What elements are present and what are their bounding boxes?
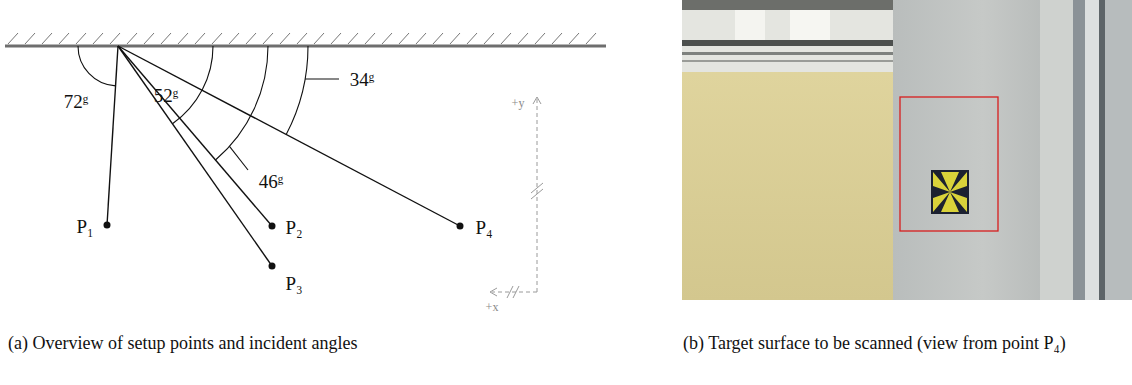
setup-point <box>269 263 276 270</box>
window-pane <box>735 10 765 40</box>
angle-label: 52ᵍ <box>154 85 179 107</box>
sight-line <box>118 46 272 226</box>
setup-point <box>104 222 111 229</box>
axis-arrowhead <box>490 288 497 296</box>
window-area <box>682 0 894 72</box>
point-label: P₃ <box>285 273 302 295</box>
axis-arrowhead <box>533 97 541 104</box>
window-frame <box>1105 0 1132 300</box>
axis-label: +x <box>486 301 499 315</box>
pillar-edge <box>1040 0 1073 300</box>
sight-lines <box>107 46 460 266</box>
axis-break <box>507 286 519 298</box>
leader-line <box>230 146 249 170</box>
sight-line <box>118 46 460 226</box>
photo-background <box>682 0 1132 300</box>
angle-arc <box>78 46 116 86</box>
subfigure-caption: (b) Target surface to be scanned (view f… <box>683 333 1123 354</box>
x-axis <box>492 292 537 293</box>
window-frame <box>1085 0 1099 300</box>
railing <box>682 60 894 62</box>
target-plate <box>931 170 969 214</box>
angle-arc <box>216 46 269 160</box>
leader-line <box>305 78 339 79</box>
axis-break <box>531 183 543 199</box>
angle-label: 46ᵍ <box>259 171 284 193</box>
target-photo <box>682 0 1132 300</box>
sight-line <box>118 46 272 266</box>
pillar <box>893 0 1073 300</box>
point-label: P₂ <box>285 217 302 239</box>
window-dark <box>682 0 894 10</box>
subfigure-caption: (a) Overview of setup points and inciden… <box>8 333 357 354</box>
railing <box>682 52 894 55</box>
axis-label: +y <box>512 97 525 111</box>
sight-line <box>107 46 118 225</box>
angle-arc <box>173 46 214 124</box>
window-pane <box>790 10 830 40</box>
angle-label: 34ᵍ <box>350 69 375 91</box>
scan-region <box>900 97 998 231</box>
setup-point <box>269 223 276 230</box>
point-label: P₄ <box>475 217 492 239</box>
axis-indicator <box>490 97 543 298</box>
setup-point <box>457 223 464 230</box>
setup-points <box>104 222 464 270</box>
angle-arc <box>286 46 308 135</box>
target-pattern <box>933 172 967 212</box>
angle-arcs <box>78 46 339 170</box>
angle-label: 72ᵍ <box>64 91 89 113</box>
window-frame <box>1099 0 1105 300</box>
railing <box>682 40 894 46</box>
y-axis <box>537 99 538 292</box>
point-label: P₁ <box>76 216 93 238</box>
wall-line <box>5 45 606 48</box>
window-frame <box>1073 0 1085 300</box>
wall-hatching <box>8 33 596 44</box>
